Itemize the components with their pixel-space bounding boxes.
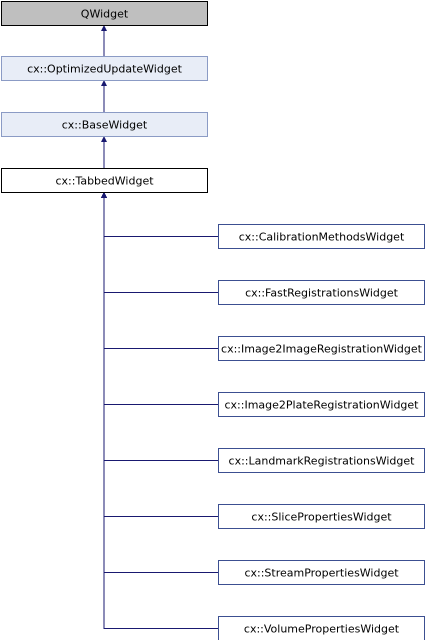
class-node-box <box>1 1 208 26</box>
class-node-label: cx::Image2ImageRegistrationWidget <box>221 343 423 356</box>
class-node-landmark[interactable]: cx::LandmarkRegistrationsWidget <box>218 448 425 473</box>
class-node-image2plate[interactable]: cx::Image2PlateRegistrationWidget <box>218 392 425 417</box>
class-node-fastreg[interactable]: cx::FastRegistrationsWidget <box>218 280 425 305</box>
inheritance-edge-fastreg-to-tabbed <box>101 192 218 293</box>
class-node-label: QWidget <box>81 8 129 21</box>
inheritance-edge-image2plate-to-tabbed <box>101 192 218 405</box>
class-node-box <box>218 504 425 529</box>
inheritance-edge-volumeprops-to-tabbed <box>101 192 218 629</box>
class-node-volumeprops[interactable]: cx::VolumePropertiesWidget <box>218 616 425 640</box>
inheritance-edge-landmark-to-tabbed <box>101 192 218 461</box>
class-node-box <box>218 448 425 473</box>
class-node-label: cx::StreamPropertiesWidget <box>244 567 399 580</box>
class-node-box <box>218 616 425 640</box>
class-node-box <box>218 560 425 585</box>
inheritance-edge-sliceprops-to-tabbed <box>101 192 218 517</box>
class-node-box <box>1 112 208 137</box>
class-node-label: cx::SlicePropertiesWidget <box>251 511 392 524</box>
class-node-label: cx::CalibrationMethodsWidget <box>239 231 405 244</box>
class-node-label: cx::FastRegistrationsWidget <box>245 287 399 300</box>
class-node-streamprops[interactable]: cx::StreamPropertiesWidget <box>218 560 425 585</box>
class-node-box <box>1 56 208 81</box>
class-node-box <box>218 336 425 361</box>
class-node-label: cx::TabbedWidget <box>55 175 154 188</box>
class-node-base[interactable]: cx::BaseWidget <box>1 112 208 137</box>
class-node-label: cx::OptimizedUpdateWidget <box>27 63 183 76</box>
class-node-box <box>218 280 425 305</box>
class-node-box <box>218 392 425 417</box>
class-node-label: cx::BaseWidget <box>62 119 148 132</box>
inheritance-edge-calibration-to-tabbed <box>101 192 218 237</box>
class-node-qwidget[interactable]: QWidget <box>1 1 208 26</box>
inheritance-edge-image2image-to-tabbed <box>101 192 218 349</box>
class-node-box <box>1 168 208 193</box>
class-node-optimized[interactable]: cx::OptimizedUpdateWidget <box>1 56 208 81</box>
class-node-image2image[interactable]: cx::Image2ImageRegistrationWidget <box>218 336 425 361</box>
class-node-calibration[interactable]: cx::CalibrationMethodsWidget <box>218 224 425 249</box>
class-node-label: cx::Image2PlateRegistrationWidget <box>225 399 420 412</box>
class-node-label: cx::VolumePropertiesWidget <box>244 623 400 636</box>
class-node-sliceprops[interactable]: cx::SlicePropertiesWidget <box>218 504 425 529</box>
class-node-box <box>218 224 425 249</box>
inheritance-edge-streamprops-to-tabbed <box>101 192 218 573</box>
edges-layer <box>101 25 218 629</box>
class-node-tabbed[interactable]: cx::TabbedWidget <box>1 168 208 193</box>
class-node-label: cx::LandmarkRegistrationsWidget <box>229 455 416 468</box>
